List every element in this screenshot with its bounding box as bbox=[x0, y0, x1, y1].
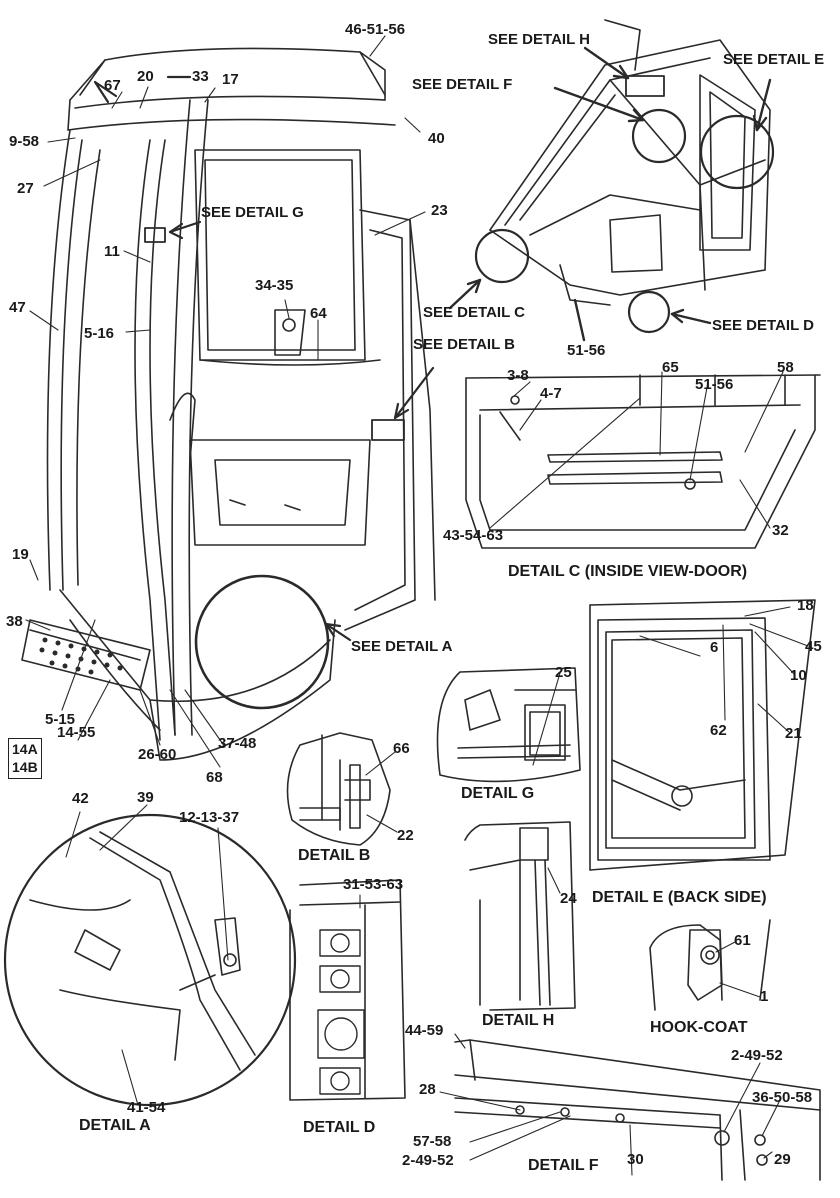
callout-67: 67 bbox=[104, 77, 121, 94]
callout-1: 1 bbox=[760, 988, 769, 1005]
callout-9-58: 9-58 bbox=[9, 133, 40, 150]
hook-coat-leaders bbox=[715, 941, 761, 998]
callout-18: 18 bbox=[797, 597, 814, 614]
callout-20: 20 bbox=[137, 68, 154, 85]
main-cab-drawing bbox=[21, 47, 436, 761]
callout-11: 11 bbox=[104, 243, 120, 260]
leader-lines bbox=[25, 35, 426, 768]
caption-detail-a: DETAIL A bbox=[79, 1117, 151, 1134]
callout-14b: 14B bbox=[12, 758, 38, 775]
detail-g-drawing bbox=[436, 667, 581, 783]
callout-38: 38 bbox=[6, 613, 23, 630]
detail-h-leaders bbox=[547, 867, 561, 894]
callout-6: 6 bbox=[710, 639, 719, 656]
callout-14-55: 14-55 bbox=[57, 724, 96, 741]
detail-e-drawing bbox=[589, 599, 816, 871]
callout-57-58: 57-58 bbox=[413, 1133, 452, 1150]
cab-rear-isometric bbox=[474, 19, 775, 334]
callout-26-60: 26-60 bbox=[138, 746, 177, 763]
see-detail-g: SEE DETAIL G bbox=[201, 204, 304, 221]
callout-58-top: 58 bbox=[777, 359, 794, 376]
see-detail-d: SEE DETAIL D bbox=[712, 317, 814, 334]
see-detail-c: SEE DETAIL C bbox=[423, 304, 525, 321]
callout-34-35: 34-35 bbox=[255, 277, 294, 294]
callout-43-54-63: 43-54-63 bbox=[443, 527, 504, 544]
detail-a-leaders bbox=[65, 804, 229, 1106]
callout-28: 28 bbox=[419, 1081, 436, 1098]
callout-5-16: 5-16 bbox=[84, 325, 115, 342]
caption-detail-h: DETAIL H bbox=[482, 1012, 555, 1029]
callout-27: 27 bbox=[17, 180, 34, 197]
see-detail-a: SEE DETAIL A bbox=[351, 638, 453, 655]
callout-24: 24 bbox=[560, 890, 577, 907]
caption-detail-e: DETAIL E (BACK SIDE) bbox=[592, 889, 767, 906]
callout-41-54: 41-54 bbox=[127, 1099, 166, 1116]
detail-h-drawing bbox=[464, 821, 576, 1011]
detail-g-leaders bbox=[532, 672, 561, 766]
detail-b-drawing bbox=[286, 732, 391, 846]
detail-c-leaders bbox=[489, 371, 784, 529]
callout-25: 25 bbox=[555, 664, 572, 681]
callout-5-15: 5-15 bbox=[45, 711, 76, 728]
callout-3-8: 3-8 bbox=[507, 367, 529, 384]
detail-b-leaders bbox=[365, 751, 398, 833]
detail-d-drawing bbox=[289, 879, 406, 1101]
caption-hook-coat: HOOK-COAT bbox=[650, 1019, 748, 1036]
callout-64: 64 bbox=[310, 305, 327, 322]
reference-arrows bbox=[93, 75, 435, 642]
callout-46-51-56: 46-51-56 bbox=[345, 21, 406, 38]
callout-21: 21 bbox=[785, 725, 802, 742]
callout-66: 66 bbox=[393, 740, 410, 757]
hook-coat-drawing bbox=[649, 919, 771, 1011]
caption-detail-f: DETAIL F bbox=[528, 1157, 599, 1174]
rear-reference-arrows bbox=[448, 46, 772, 342]
callout-19: 19 bbox=[12, 546, 29, 563]
callout-68: 68 bbox=[206, 769, 223, 786]
callout-65: 65 bbox=[662, 359, 679, 376]
see-detail-e: SEE DETAIL E bbox=[723, 51, 825, 68]
detail-e-leaders bbox=[639, 606, 809, 734]
callout-22: 22 bbox=[397, 827, 414, 844]
callout-33: 33 bbox=[192, 68, 209, 85]
callout-10: 10 bbox=[790, 667, 807, 684]
callout-17: 17 bbox=[222, 71, 239, 88]
callout-51-56-top: 51-56 bbox=[567, 342, 606, 359]
caption-detail-d: DETAIL D bbox=[303, 1119, 376, 1136]
caption-detail-c: DETAIL C (INSIDE VIEW-DOOR) bbox=[508, 563, 748, 580]
callout-29: 29 bbox=[774, 1151, 791, 1168]
caption-detail-g: DETAIL G bbox=[461, 785, 535, 802]
callout-36-50-58: 36-50-58 bbox=[752, 1089, 813, 1106]
callout-45: 45 bbox=[805, 638, 822, 655]
detail-a-drawing bbox=[3, 813, 297, 1107]
callout-30: 30 bbox=[627, 1151, 644, 1168]
callout-4-7: 4-7 bbox=[540, 385, 562, 402]
callout-47: 47 bbox=[9, 299, 26, 316]
callout-39: 39 bbox=[137, 789, 154, 806]
callout-23: 23 bbox=[431, 202, 448, 219]
caption-detail-b: DETAIL B bbox=[298, 847, 371, 864]
callout-2-49-52-left: 2-49-52 bbox=[402, 1152, 454, 1169]
callout-61: 61 bbox=[734, 932, 751, 949]
see-detail-b: SEE DETAIL B bbox=[413, 336, 515, 353]
callout-40: 40 bbox=[428, 130, 445, 147]
callout-14a: 14A bbox=[12, 741, 38, 757]
callout-62: 62 bbox=[710, 722, 727, 739]
callout-14a-14b-box: 14A 14B bbox=[8, 738, 42, 779]
detail-f-drawing bbox=[454, 1039, 821, 1181]
callout-32: 32 bbox=[772, 522, 789, 539]
callout-51-56-c: 51-56 bbox=[695, 376, 734, 393]
callout-2-49-52-right: 2-49-52 bbox=[731, 1047, 783, 1064]
callout-42: 42 bbox=[72, 790, 89, 807]
callout-31-53-63: 31-53-63 bbox=[343, 876, 404, 893]
detail-f-leaders bbox=[439, 1033, 781, 1176]
see-detail-f: SEE DETAIL F bbox=[412, 76, 513, 93]
see-detail-h: SEE DETAIL H bbox=[488, 31, 590, 48]
callout-44-59: 44-59 bbox=[405, 1022, 444, 1039]
callout-37-48: 37-48 bbox=[218, 735, 257, 752]
callout-12-13-37: 12-13-37 bbox=[179, 809, 240, 826]
